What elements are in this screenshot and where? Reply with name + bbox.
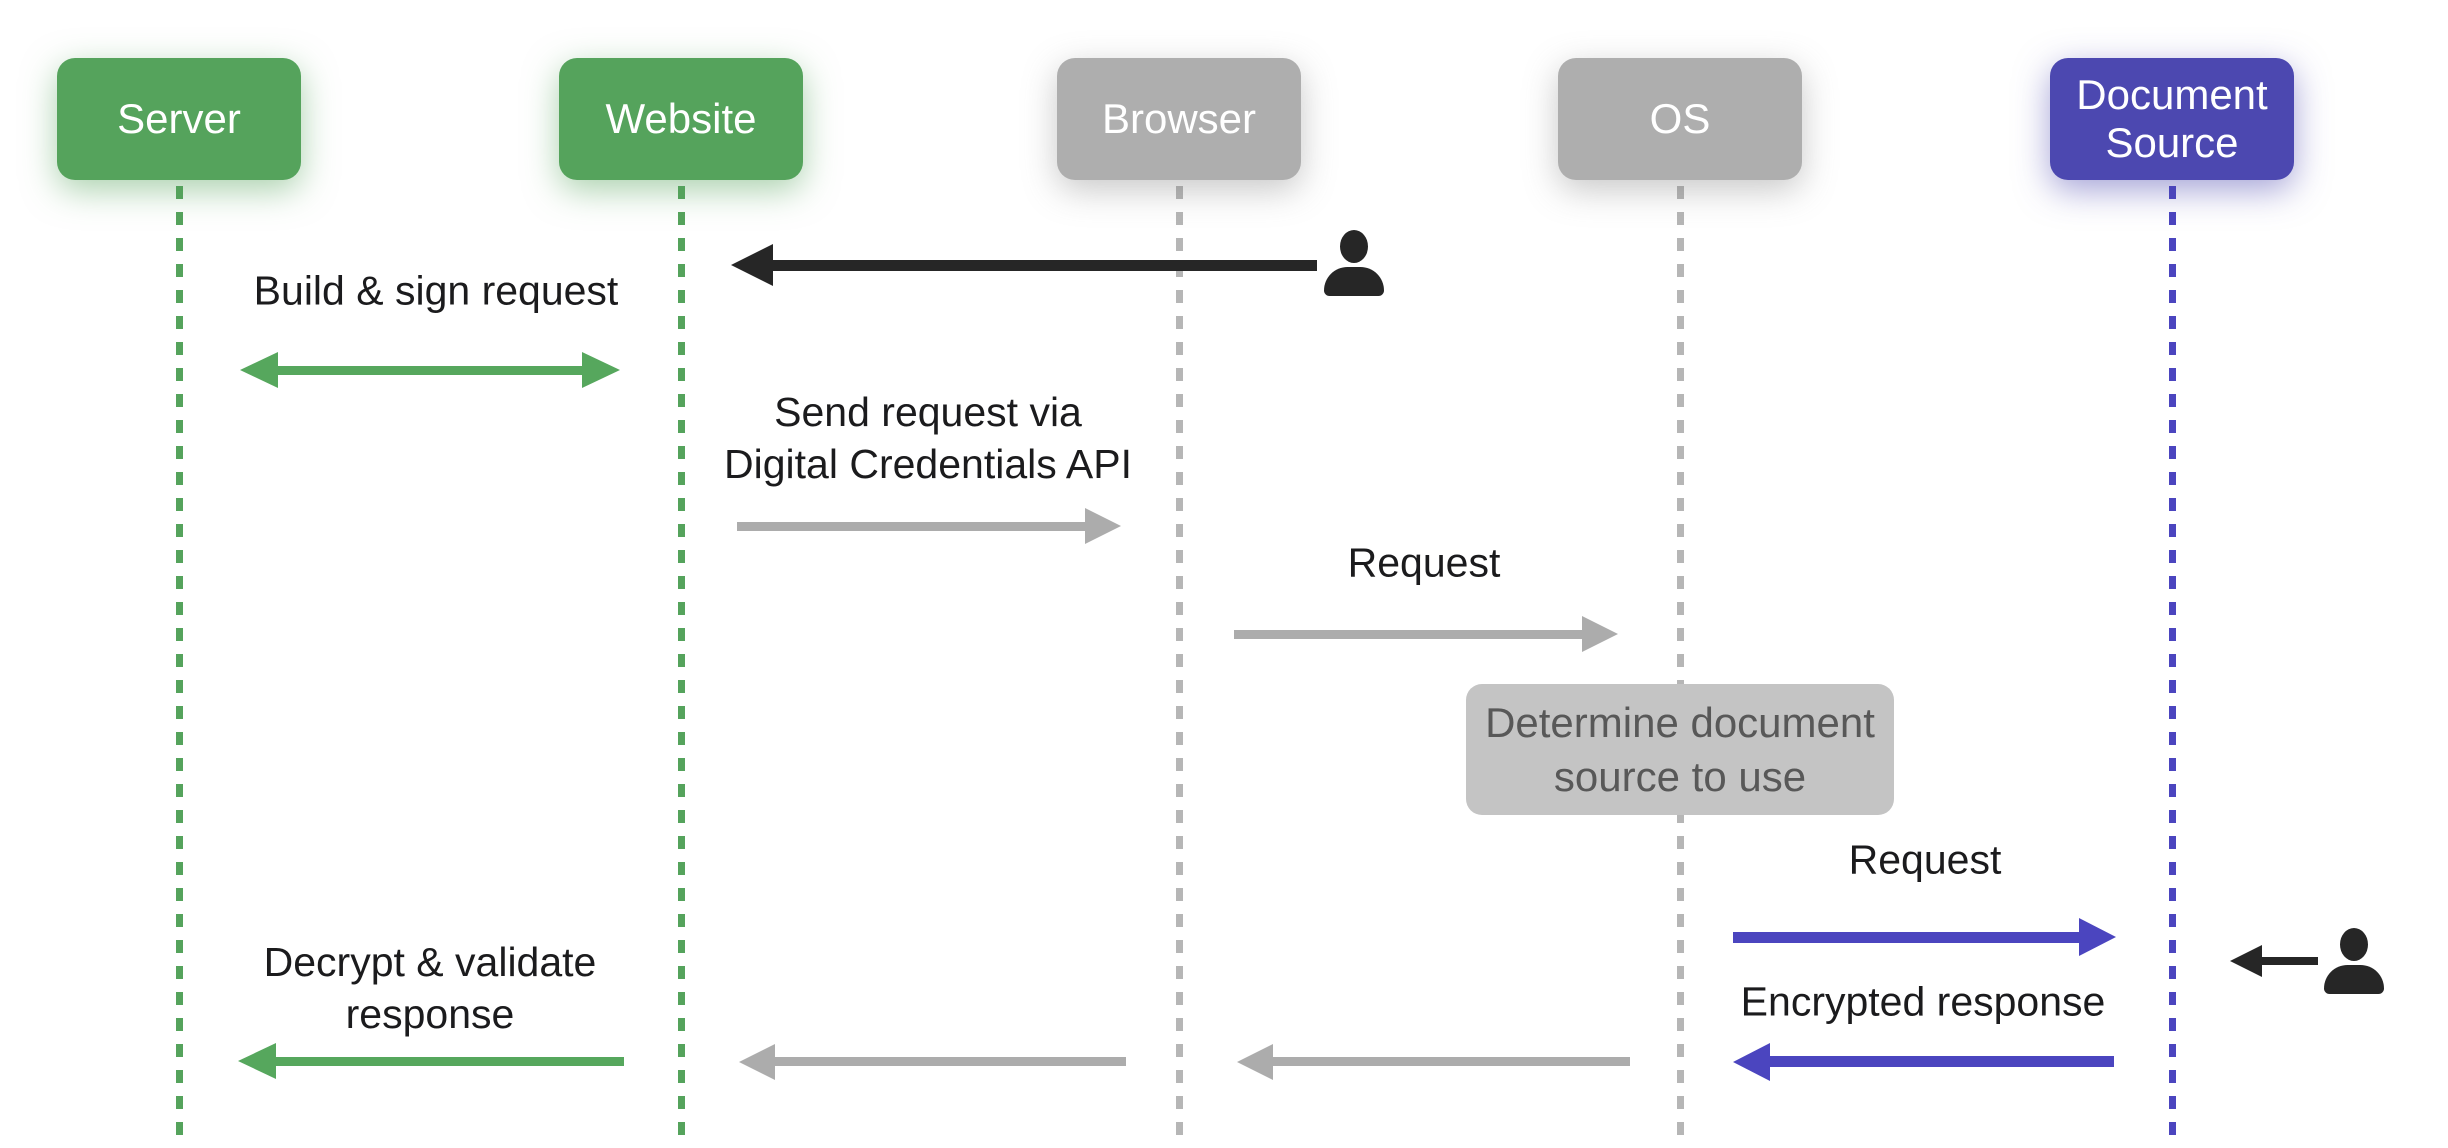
arrow-response-os-browser-head [1237, 1044, 1273, 1080]
arrow-encrypted-response-head [1733, 1043, 1770, 1081]
note-line2: source to use [1553, 752, 1807, 800]
user-icon [1323, 230, 1385, 296]
note-box: Determine document source to use [1466, 684, 1894, 815]
message-label-encrypted-response: Encrypted response [1740, 978, 2106, 1025]
arrow-user-to-website [769, 260, 1317, 271]
arrow-request-browser-os [1234, 630, 1582, 639]
lifeline-browser [1176, 186, 1183, 1148]
arrow-send-request-head [1085, 508, 1121, 544]
arrow-build-sign-head-left [240, 352, 278, 388]
actor-box-server: Server [57, 58, 301, 180]
lifeline-os [1677, 186, 1684, 1148]
arrow-request-os-source [1733, 932, 2079, 943]
lifeline-server [176, 186, 183, 1148]
arrow-request-os-source-head [2079, 918, 2116, 956]
message-label-decrypt-validate-line1: Decrypt & validate [263, 939, 597, 985]
actor-box-document-source: Document Source [2050, 58, 2294, 180]
actor-box-website: Website [559, 58, 803, 180]
arrow-decrypt-validate [274, 1057, 624, 1066]
arrow-decrypt-validate-head [238, 1043, 276, 1079]
arrow-request-browser-os-head [1582, 616, 1618, 652]
message-label-request-browser-os: Request [1347, 539, 1501, 586]
user-icon-body [1324, 267, 1384, 296]
message-label-decrypt-validate-line2: response [345, 991, 515, 1037]
user-icon-head [2340, 928, 2368, 961]
arrow-build-sign [276, 366, 584, 375]
user-icon [2323, 928, 2385, 994]
user-icon-body [2324, 965, 2384, 994]
actor-box-os: OS [1558, 58, 1802, 180]
message-label-send-request-line2: Digital Credentials API [724, 441, 1132, 487]
message-label-decrypt-validate: Decrypt & validate response [264, 936, 597, 1040]
arrow-encrypted-response [1770, 1056, 2114, 1067]
actor-box-browser: Browser [1057, 58, 1301, 180]
message-label-send-request: Send request via Digital Credentials API [724, 386, 1132, 490]
arrow-send-request [737, 522, 1085, 531]
arrow-user-to-source-head [2230, 945, 2262, 977]
user-icon-head [1340, 230, 1368, 263]
note-line1: Determine document [1485, 698, 1875, 746]
arrow-build-sign-head-right [582, 352, 620, 388]
lifeline-document-source [2169, 186, 2176, 1148]
message-label-send-request-line1: Send request via [774, 389, 1082, 435]
arrow-response-browser-website [775, 1057, 1126, 1066]
lifeline-website [678, 186, 685, 1148]
arrow-user-to-website-head [731, 244, 773, 286]
message-label-build-sign: Build & sign request [253, 267, 619, 314]
arrow-user-to-source [2260, 957, 2318, 965]
arrow-response-browser-website-head [739, 1044, 775, 1080]
arrow-response-os-browser [1273, 1057, 1630, 1066]
message-label-request-os-source: Request [1848, 836, 2002, 883]
